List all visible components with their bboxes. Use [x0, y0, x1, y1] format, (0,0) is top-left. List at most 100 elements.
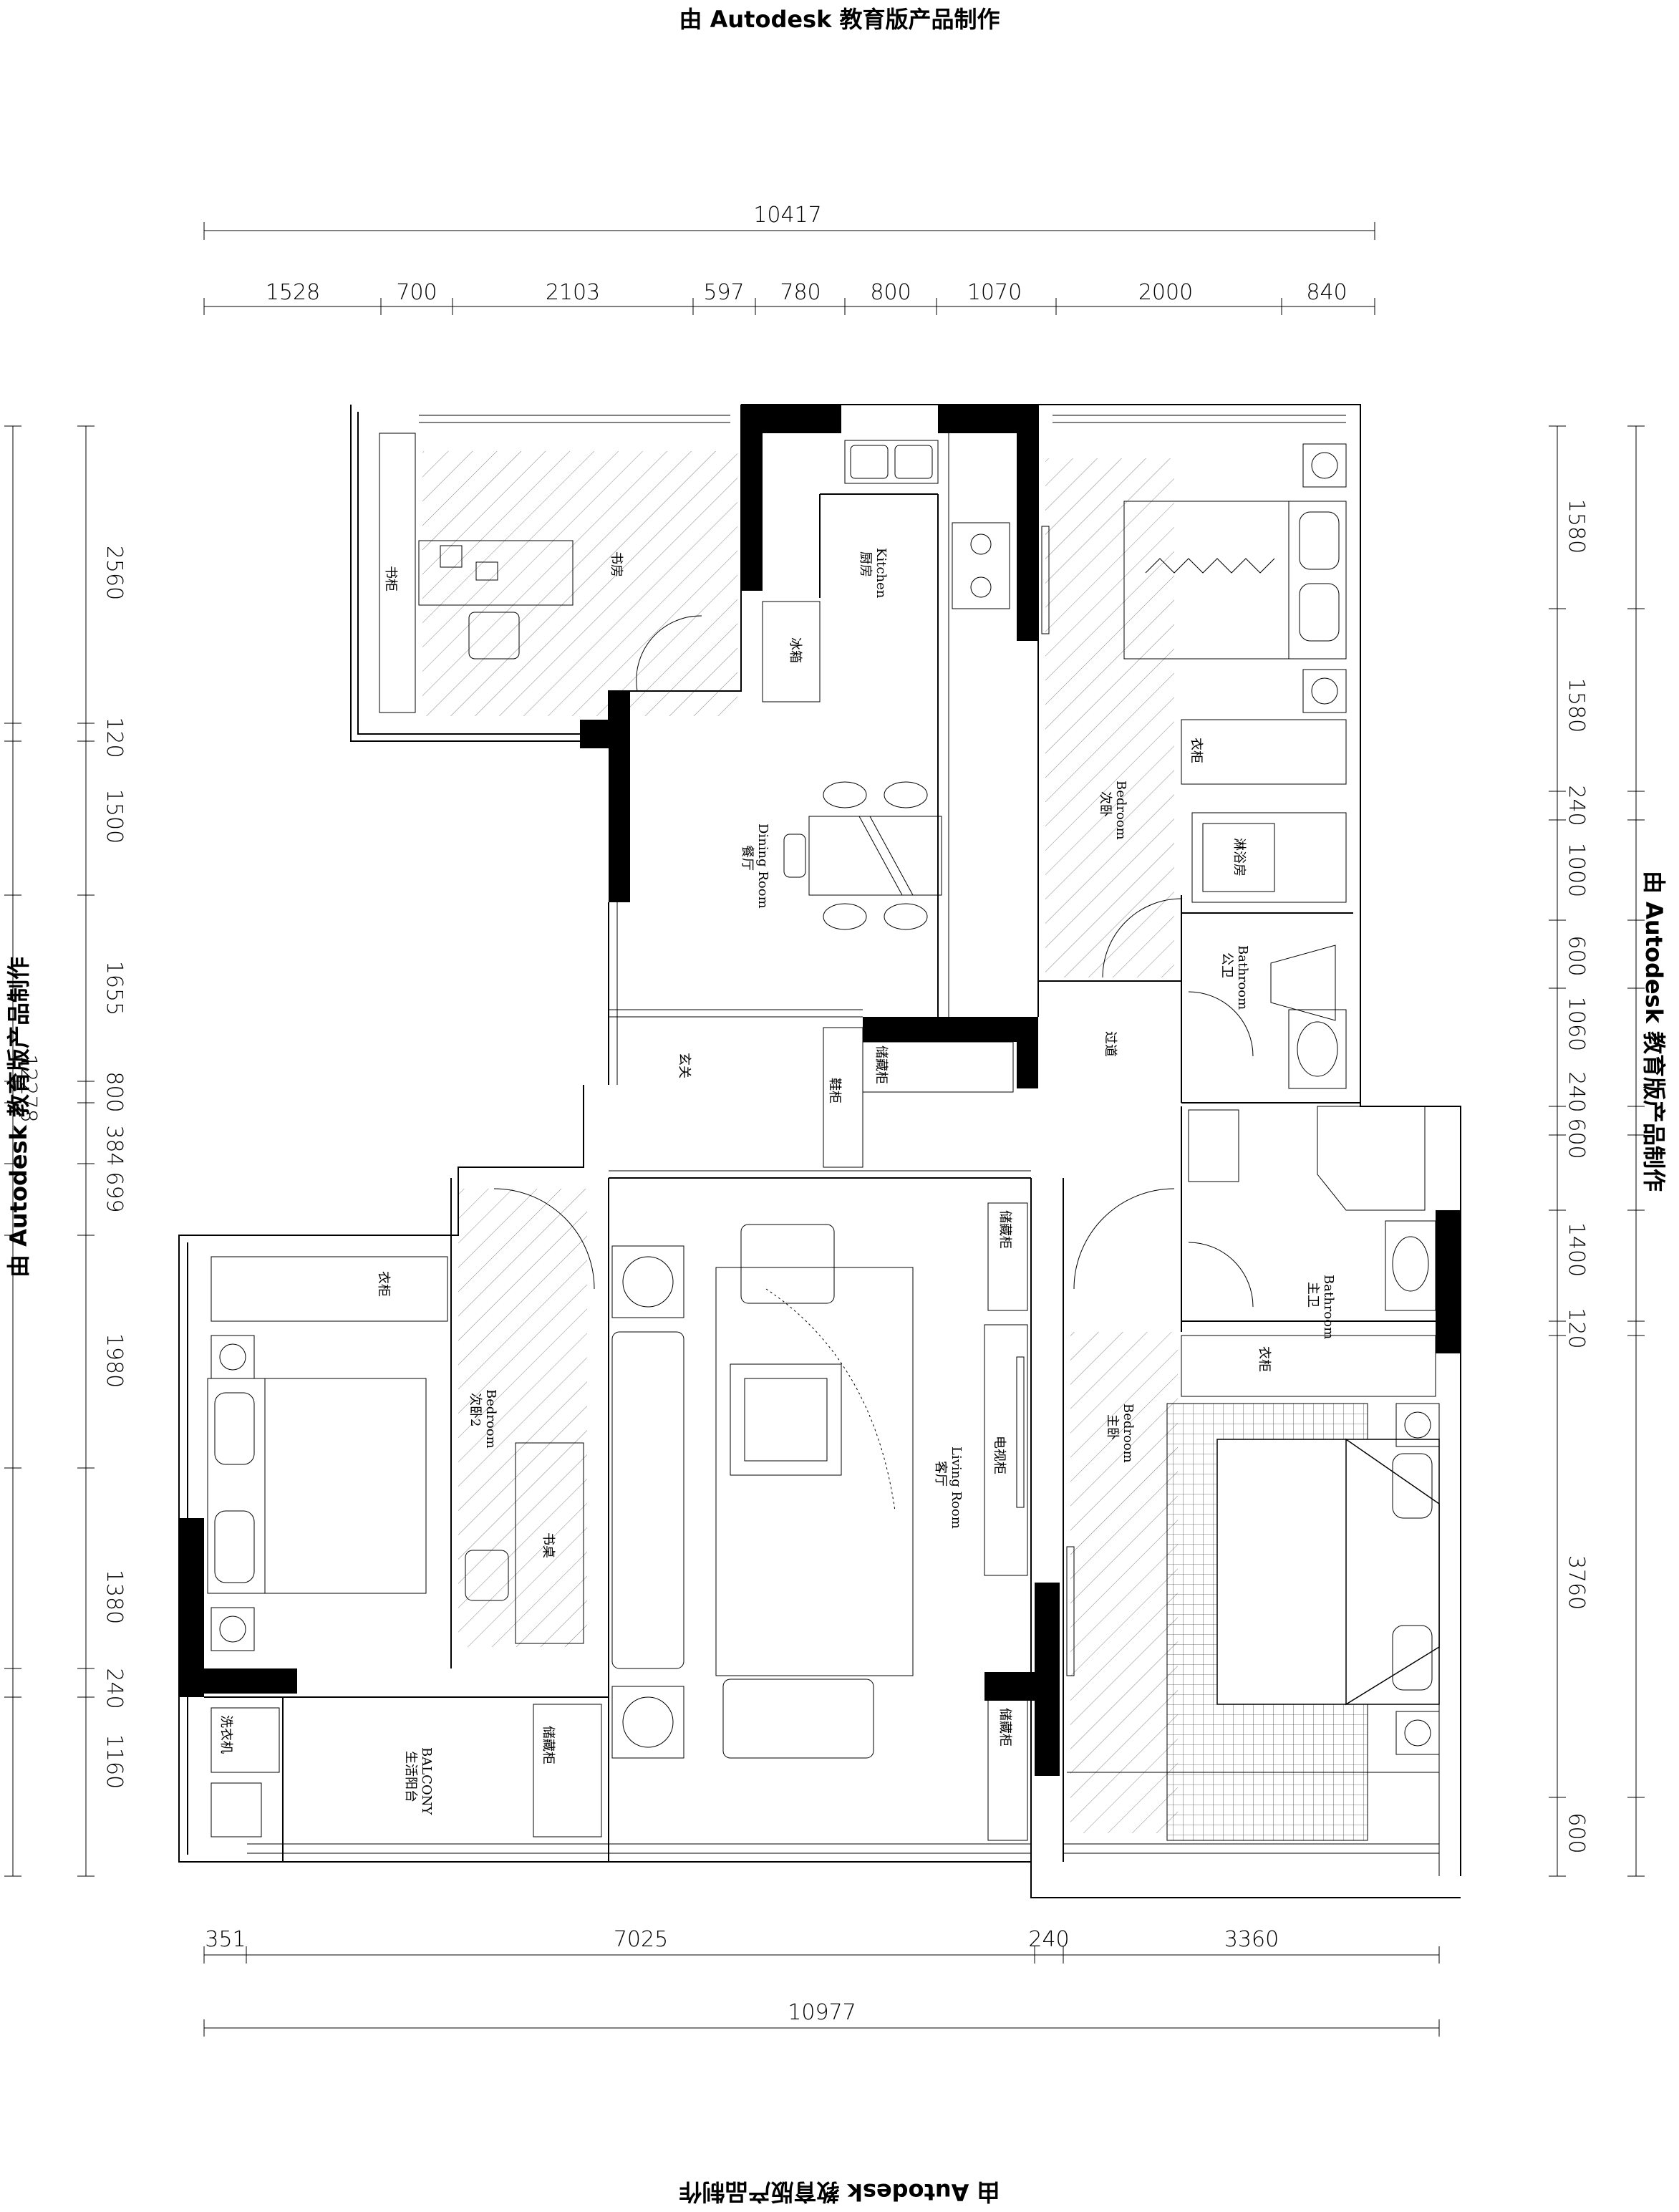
laundry-sink [211, 1782, 262, 1837]
nightstand [1302, 669, 1347, 713]
wardrobe-3 [211, 1256, 448, 1322]
dining-label-cn: 餐厅 [740, 845, 755, 871]
storage-label: 储藏柜 [874, 1045, 889, 1084]
dining-room: Dining Room 餐厅 [740, 781, 942, 930]
dim-left-6: 384 [102, 1125, 127, 1166]
nightstand [1395, 1403, 1440, 1447]
pillow [1392, 1453, 1433, 1519]
desk [515, 1442, 584, 1644]
dim-left-9: 1380 [102, 1570, 127, 1624]
dining-chair [884, 781, 928, 808]
lamp-icon [1311, 677, 1338, 705]
dim-right-7: 240 [1564, 1071, 1589, 1112]
floor-hatching [422, 451, 1178, 1833]
bed-3 [207, 1378, 427, 1594]
living-label-en: Living Room [949, 1447, 964, 1529]
fridge [762, 601, 821, 702]
lamp-icon [622, 1696, 674, 1748]
pillow [1299, 511, 1340, 570]
study-cabinet-label: 书柜 [383, 566, 398, 591]
bottom-dimension-chain: 351 7025 240 3360 10977 [203, 1927, 1440, 2037]
master-wardrobe-label: 衣柜 [1257, 1346, 1272, 1372]
sofa-small [722, 1679, 874, 1759]
study-chair [468, 612, 520, 660]
armchair [740, 1224, 835, 1304]
window [1041, 526, 1050, 634]
coffee-table [730, 1363, 842, 1476]
kitchen-label-cn: 厨房 [858, 551, 873, 577]
watermark-top: 由 Autodesk 教育版产品制作 [679, 6, 1000, 33]
nightstand [211, 1607, 255, 1651]
bath1-label-cn: 公卫 [1219, 952, 1234, 978]
bedroom3-label-en: Bedroom [483, 1389, 498, 1449]
bedroom3-door-swing [493, 1188, 595, 1290]
bedroom-3: 衣柜 书桌 Bedroom 次卧2 [207, 1188, 595, 1651]
dim-right-2: 1580 [1564, 678, 1589, 733]
public-bathroom: 淋浴房 Bathroom 公卫 [1188, 812, 1347, 1089]
study-bookcase [379, 433, 416, 713]
dim-top-7: 1070 [967, 280, 1022, 305]
rug [715, 1267, 914, 1676]
tv-cabinet-label: 电视柜 [992, 1436, 1007, 1474]
bedroom2-door-swing [1102, 898, 1182, 978]
dim-right-4: 1000 [1564, 843, 1589, 897]
dining-label-en: Dining Room [755, 824, 770, 909]
bath1-door-swing [1188, 991, 1254, 1057]
bath2-label-cn: 主卫 [1305, 1282, 1320, 1308]
storage-cabinet-living-2 [987, 1696, 1028, 1841]
wardrobe-master [1181, 1335, 1436, 1397]
storage-cabinet [862, 1041, 1014, 1093]
bedroom2-label-cn: 次卧 [1098, 791, 1113, 817]
dim-top-6: 800 [870, 280, 911, 305]
living-room: 储藏柜 储藏柜 电视柜 Living Room 客厅 [611, 1202, 1028, 1841]
structural-columns [179, 405, 1461, 1776]
dim-top-1: 1528 [266, 280, 320, 305]
left-dimension-chain: 2560 120 1500 1655 800 384 699 1980 1380… [4, 425, 127, 1877]
lamp-icon [1404, 1411, 1431, 1439]
shoe-label: 鞋柜 [827, 1078, 842, 1103]
window [1066, 1546, 1075, 1676]
dim-right-9: 1400 [1564, 1222, 1589, 1277]
top-dimension-chain: 10417 1528 700 2103 597 780 800 1070 200… [203, 203, 1375, 315]
dining-chair [823, 903, 867, 930]
washer-label: 洗衣机 [218, 1715, 233, 1754]
wardrobe-2 [1181, 719, 1347, 785]
dim-top-2: 700 [396, 280, 437, 305]
dim-right-10: 120 [1564, 1308, 1589, 1348]
tv-icon [1016, 1356, 1025, 1508]
interior-walls [204, 433, 1461, 1862]
lamp-icon [219, 1343, 246, 1371]
lamp-icon [1311, 452, 1338, 479]
bath2-door-swing [1188, 1242, 1254, 1308]
right-dimension-chain: 1580 1580 240 1000 600 1060 240 600 1400… [1549, 425, 1645, 1877]
dim-bottom-3: 240 [1028, 1927, 1069, 1952]
dining-table [808, 816, 942, 896]
living-label-cn: 客厅 [933, 1461, 948, 1487]
dining-chair [783, 834, 806, 878]
toilet-icon [1270, 945, 1336, 1021]
side-table [611, 1686, 684, 1759]
dim-top-5: 780 [780, 280, 821, 305]
kitchen-sink [844, 440, 939, 484]
study-room: 书柜 书房 [379, 433, 702, 713]
dim-top-3: 2103 [546, 280, 600, 305]
dining-chair [823, 781, 867, 808]
dim-right-11: 3760 [1564, 1555, 1589, 1610]
dim-right-8: 600 [1564, 1118, 1589, 1159]
balcony-label-en: BALCONY [419, 1747, 434, 1815]
dim-left-2: 120 [102, 717, 127, 758]
dim-left-7: 699 [102, 1172, 127, 1212]
pillow [1392, 1625, 1433, 1691]
pillow [1299, 583, 1340, 642]
dining-chair [884, 903, 928, 930]
master-bathroom: Bathroom 主卫 [1188, 1106, 1436, 1339]
dim-top-total: 10417 [753, 203, 821, 228]
basin [1288, 1009, 1347, 1089]
dim-bottom-4: 3360 [1224, 1927, 1279, 1952]
shower [1191, 812, 1347, 903]
study-label: 书房 [609, 551, 624, 577]
bath2-label-en: Bathroom [1321, 1275, 1336, 1339]
dim-left-4: 1655 [102, 961, 127, 1015]
living-storage-label: 储藏柜 [997, 1210, 1012, 1249]
